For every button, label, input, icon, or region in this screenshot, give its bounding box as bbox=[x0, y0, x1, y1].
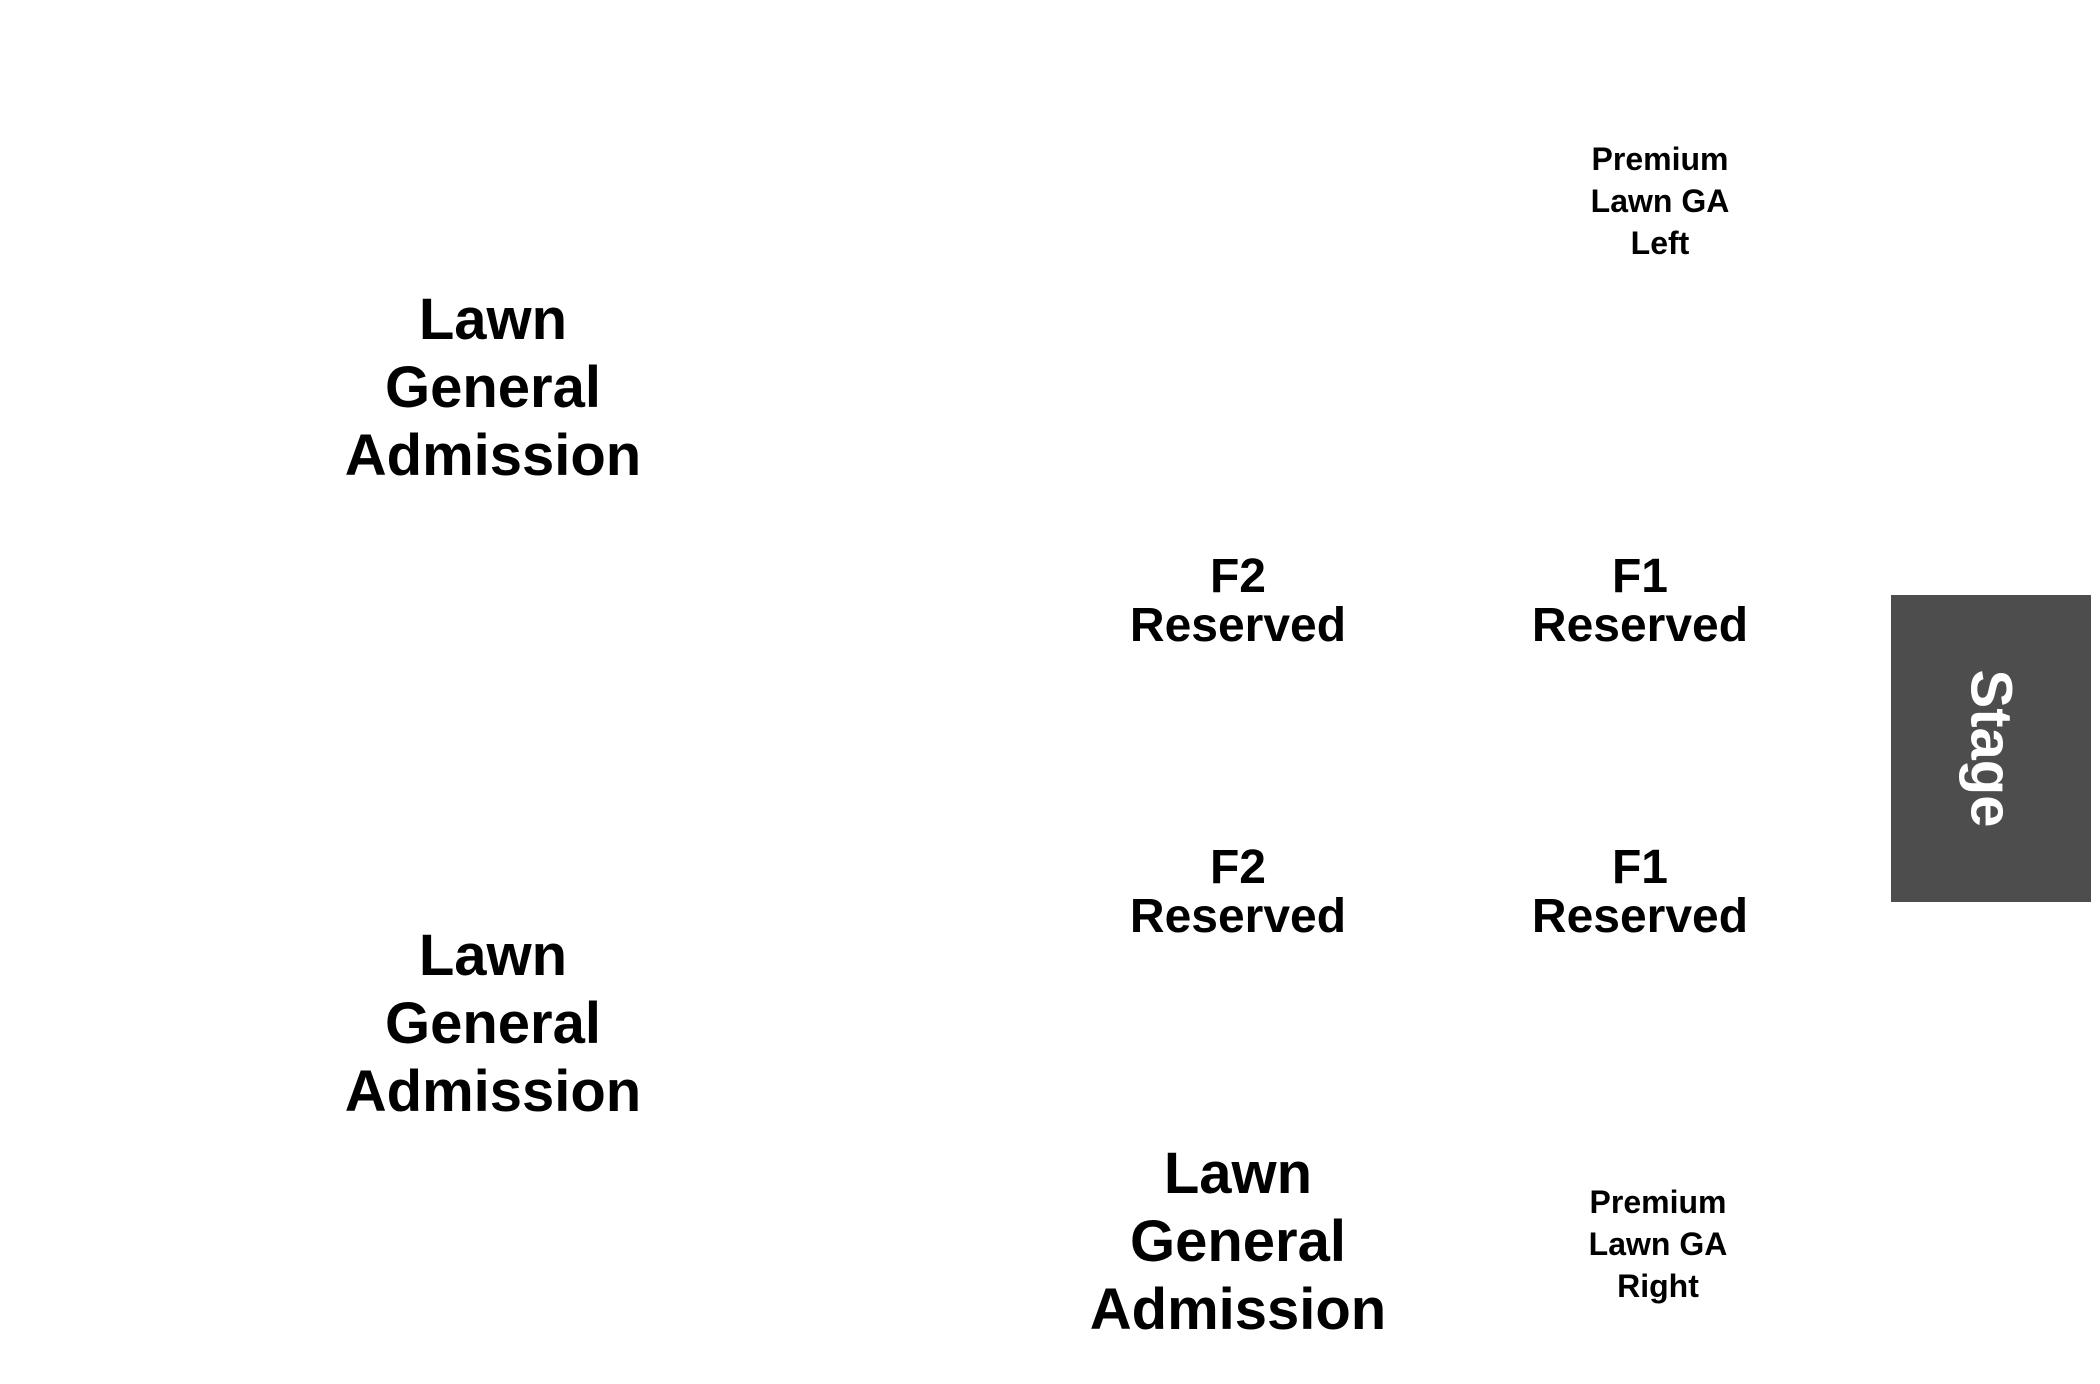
section-label-line: Lawn bbox=[1163, 1141, 1313, 1206]
section-label-line: General bbox=[1130, 1209, 1346, 1274]
section-premium-lawn-ga-left[interactable]: Premium Lawn GA Left bbox=[1510, 138, 1810, 264]
section-label-line: Lawn GA bbox=[1588, 1226, 1728, 1262]
stage: Stage bbox=[1891, 595, 2091, 902]
section-label-line: Right bbox=[1617, 1268, 1699, 1304]
section-f1-reserved-lower[interactable]: F1 Reserved bbox=[1490, 843, 1790, 941]
section-label-line: F2 bbox=[1209, 841, 1266, 894]
section-label-line: Reserved bbox=[1129, 599, 1347, 652]
section-lawn-general-admission-lower[interactable]: Lawn General Admission bbox=[293, 922, 693, 1126]
section-label-line: Premium bbox=[1591, 141, 1729, 177]
section-label-line: Lawn GA bbox=[1590, 183, 1730, 219]
section-label-line: Lawn bbox=[418, 287, 568, 352]
section-lawn-general-admission-bottom[interactable]: Lawn General Admission bbox=[1038, 1140, 1438, 1344]
section-label-line: F1 bbox=[1611, 841, 1668, 894]
section-label-line: Reserved bbox=[1531, 890, 1749, 943]
section-label-line: Lawn bbox=[418, 923, 568, 988]
section-f2-reserved-lower[interactable]: F2 Reserved bbox=[1088, 843, 1388, 941]
section-label-line: Reserved bbox=[1531, 599, 1749, 652]
section-lawn-general-admission-upper[interactable]: Lawn General Admission bbox=[293, 286, 693, 490]
section-label-line: General bbox=[385, 991, 601, 1056]
section-label-line: Reserved bbox=[1129, 890, 1347, 943]
section-premium-lawn-ga-right[interactable]: Premium Lawn GA Right bbox=[1508, 1181, 1808, 1307]
stage-label: Stage bbox=[1958, 669, 2024, 828]
section-label-line: Premium bbox=[1589, 1184, 1727, 1220]
section-label-line: F2 bbox=[1209, 550, 1266, 603]
section-label-line: Admission bbox=[344, 1059, 642, 1124]
section-label-line: Admission bbox=[344, 423, 642, 488]
section-f2-reserved-upper[interactable]: F2 Reserved bbox=[1088, 552, 1388, 650]
section-label-line: F1 bbox=[1611, 550, 1668, 603]
section-label-line: Left bbox=[1630, 225, 1690, 261]
section-label-line: General bbox=[385, 355, 601, 420]
section-f1-reserved-upper[interactable]: F1 Reserved bbox=[1490, 552, 1790, 650]
section-label-line: Admission bbox=[1089, 1277, 1387, 1342]
